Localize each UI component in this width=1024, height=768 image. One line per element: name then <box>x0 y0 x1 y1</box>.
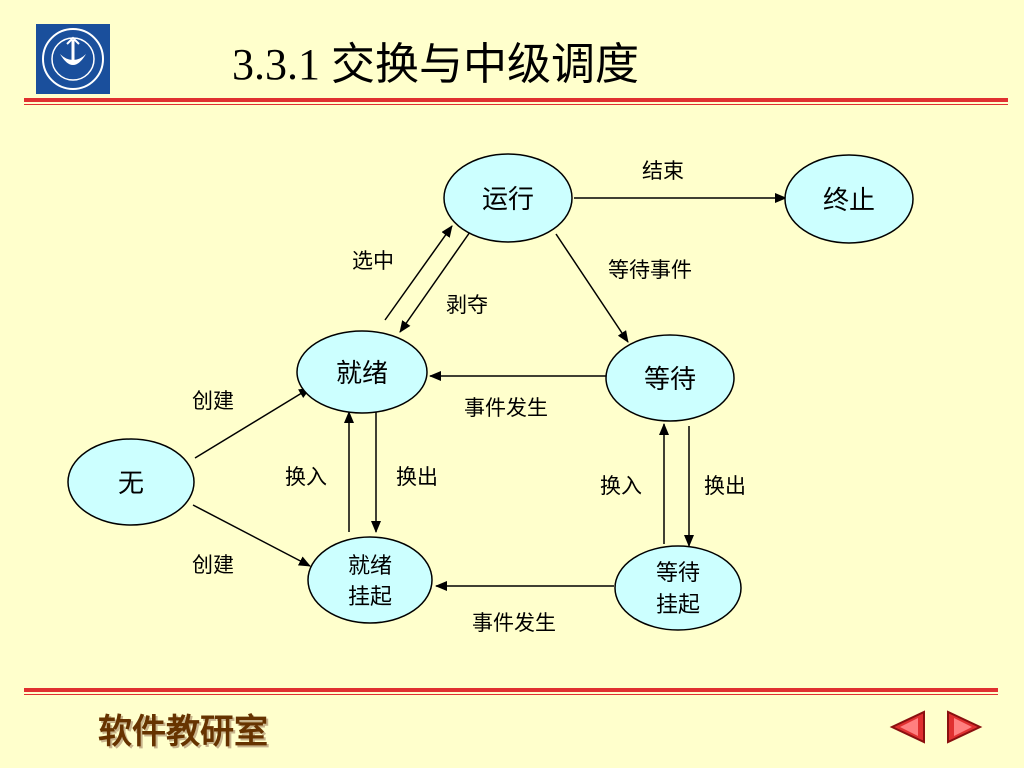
node-waiting-suspended: 等待 挂起 <box>614 545 742 631</box>
label-event-occurs-1: 事件发生 <box>464 396 548 420</box>
university-logo-icon <box>36 24 110 94</box>
top-divider <box>24 98 1008 102</box>
label-swap-out-1: 换出 <box>396 465 438 489</box>
node-waiting-suspended-line1: 等待 <box>656 561 700 586</box>
label-swap-in-1: 换入 <box>285 465 327 489</box>
edge-preempt <box>399 231 471 333</box>
label-create-2: 创建 <box>192 553 234 577</box>
node-none: 无 <box>67 438 195 526</box>
edge-wait-event <box>555 233 629 343</box>
node-ready-suspended: 就绪 挂起 <box>307 536 433 624</box>
prev-arrow-icon[interactable] <box>888 708 928 746</box>
edge-select <box>384 225 453 321</box>
node-terminated-label: 终止 <box>823 186 875 216</box>
label-preempt: 剥夺 <box>446 293 488 317</box>
label-create-1: 创建 <box>192 389 234 413</box>
bottom-divider-thin <box>24 694 998 695</box>
top-divider-thin <box>24 104 1008 105</box>
node-waiting-label: 等待 <box>644 365 696 395</box>
node-waiting-suspended-line2: 挂起 <box>656 593 700 618</box>
page-title: 3.3.1 交换与中级调度 <box>232 28 639 92</box>
next-arrow-icon[interactable] <box>944 708 984 746</box>
label-select: 选中 <box>352 249 394 273</box>
label-end: 结束 <box>642 159 684 183</box>
node-ready-label: 就绪 <box>336 359 388 389</box>
node-waiting: 等待 <box>605 334 735 422</box>
edge-create-2 <box>192 504 311 567</box>
label-event-occurs-2: 事件发生 <box>472 611 556 635</box>
node-ready-suspended-line2: 挂起 <box>348 585 392 610</box>
node-ready-suspended-line1: 就绪 <box>348 554 392 579</box>
node-running-label: 运行 <box>482 185 534 215</box>
label-swap-out-2: 换出 <box>704 474 746 498</box>
edge-create-1 <box>194 387 311 459</box>
node-terminated: 终止 <box>784 154 914 244</box>
title-text: 交换与中级调度 <box>331 39 639 90</box>
node-none-label: 无 <box>118 469 144 499</box>
label-swap-in-2: 换入 <box>600 474 642 498</box>
title-number: 3.3.1 <box>232 40 320 89</box>
bottom-divider <box>24 688 998 692</box>
node-running: 运行 <box>443 153 573 243</box>
node-ready: 就绪 <box>296 330 428 414</box>
label-wait-event: 等待事件 <box>608 258 692 282</box>
footer-label: 软件教研室 <box>98 712 268 752</box>
